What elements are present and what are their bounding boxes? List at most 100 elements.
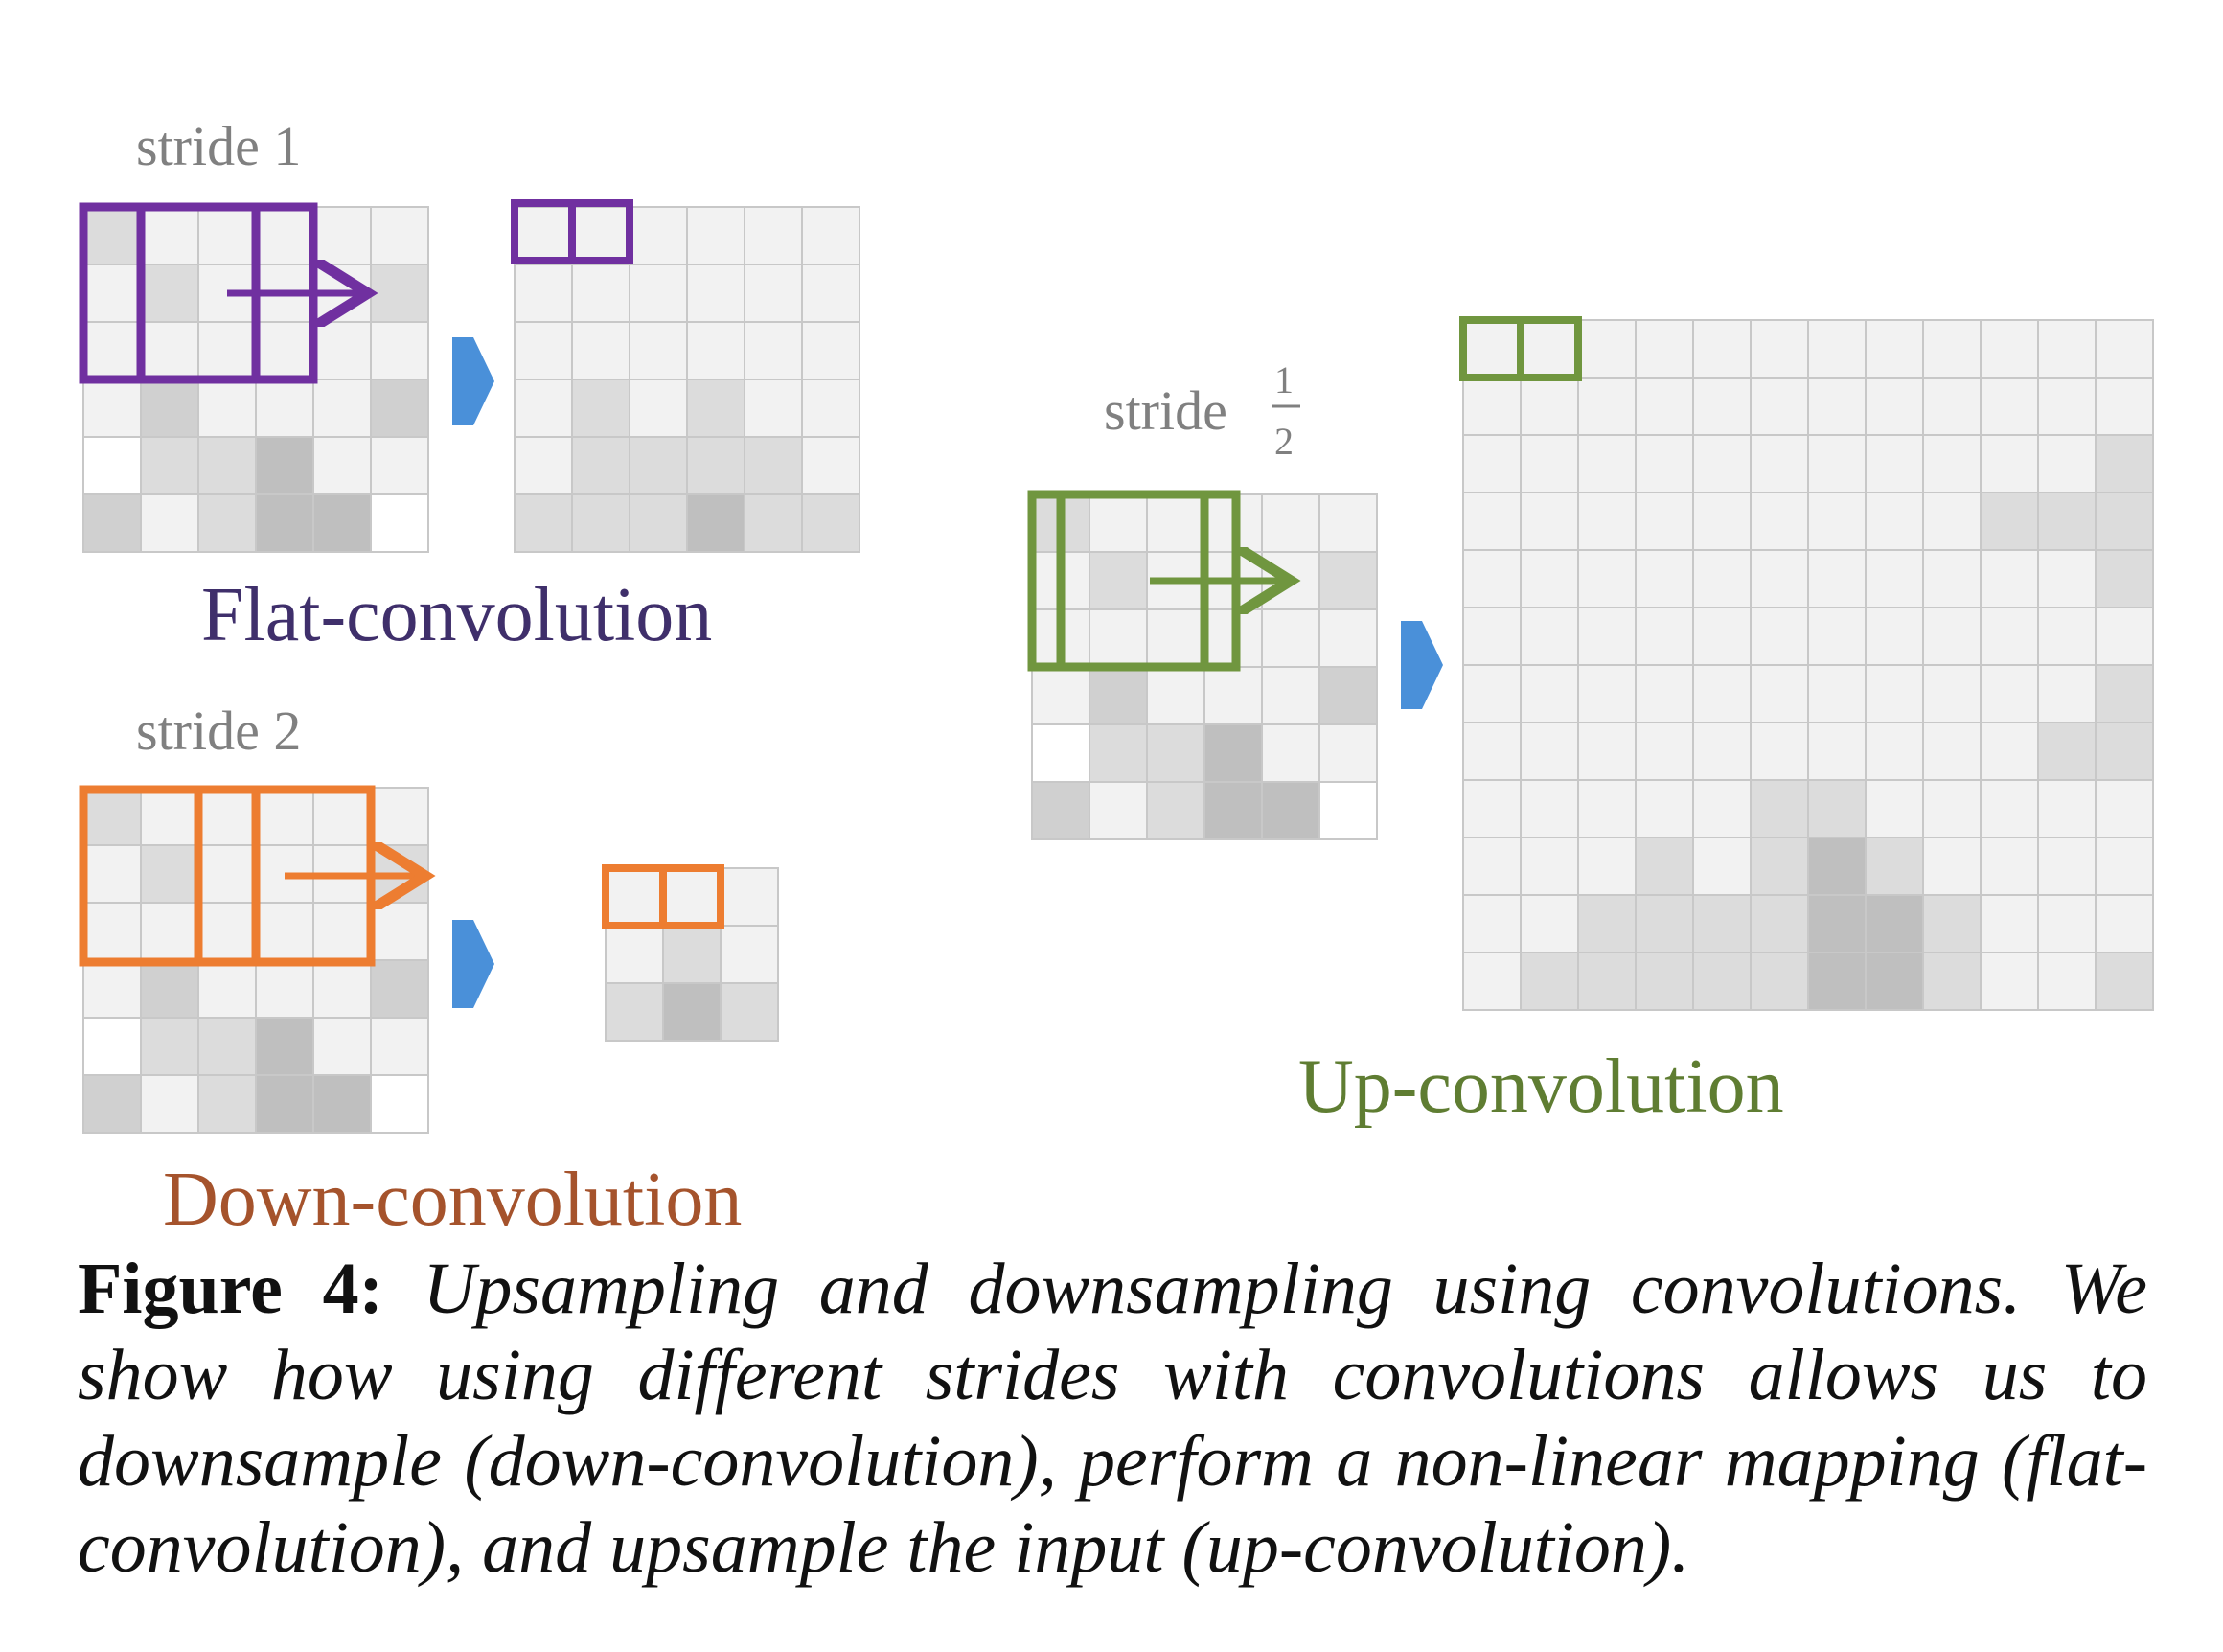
grid-cell — [514, 264, 573, 323]
grid-cell — [1692, 837, 1752, 896]
flat-transition-arrow — [452, 337, 494, 425]
grid-cell — [1318, 608, 1378, 668]
grid-cell — [514, 436, 573, 495]
grid-cell — [1865, 319, 1924, 379]
grid-cell — [1318, 551, 1378, 610]
grid-cell — [744, 379, 803, 438]
grid-cell — [1750, 607, 1809, 666]
grid-cell — [82, 321, 142, 380]
grid-cell — [1089, 551, 1148, 610]
grid-cell — [1807, 837, 1867, 896]
grid-cell — [1462, 952, 1522, 1011]
grid-cell — [744, 264, 803, 323]
up-stride-denominator: 2 — [1274, 420, 1294, 463]
grid-cell — [1577, 492, 1637, 551]
grid-cell — [1692, 894, 1752, 953]
grid-cell — [571, 264, 630, 323]
grid-cell — [1635, 434, 1694, 493]
grid-cell — [1089, 666, 1148, 725]
flat-output-window — [511, 199, 633, 264]
grid-cell — [2095, 492, 2154, 551]
grid-cell — [1865, 664, 1924, 723]
grid-cell — [370, 379, 429, 438]
grid-cell — [370, 1017, 429, 1076]
grid-cell — [1577, 894, 1637, 953]
grid-cell — [255, 321, 314, 380]
grid-cell — [1146, 666, 1205, 725]
grid-cell — [1865, 434, 1924, 493]
grid-cell — [2095, 779, 2154, 838]
grid-cell — [1807, 434, 1867, 493]
down-output-window — [602, 864, 724, 929]
grid-cell — [1520, 434, 1579, 493]
grid-cell — [801, 321, 860, 380]
grid-cell — [1146, 723, 1205, 783]
grid-cell — [1922, 722, 1982, 781]
grid-cell — [2095, 664, 2154, 723]
up-convolution-title: Up-convolution — [1298, 1044, 1784, 1129]
grid-cell — [514, 379, 573, 438]
grid-cell — [1750, 492, 1809, 551]
grid-cell — [1261, 493, 1320, 553]
grid-cell — [197, 1074, 257, 1134]
grid-cell — [720, 925, 779, 984]
grid-cell — [1462, 779, 1522, 838]
grid-cell — [1146, 608, 1205, 668]
grid-cell — [140, 787, 199, 846]
grid-cell — [571, 206, 630, 265]
grid-cell — [1520, 837, 1579, 896]
grid-cell — [2095, 549, 2154, 608]
grid-cell — [1922, 894, 1982, 953]
grid-cell — [1462, 607, 1522, 666]
grid-cell — [1980, 607, 2039, 666]
grid-cell — [1980, 434, 2039, 493]
flat-kernel-window — [79, 202, 361, 384]
grid-cell — [1462, 664, 1522, 723]
grid-cell — [1692, 607, 1752, 666]
grid-cell — [686, 436, 745, 495]
grid-cell — [1692, 377, 1752, 436]
grid-cell — [197, 959, 257, 1019]
grid-cell — [629, 264, 688, 323]
grid-cell — [2095, 837, 2154, 896]
grid-cell — [629, 436, 688, 495]
grid-cell — [1922, 434, 1982, 493]
grid-cell — [140, 206, 199, 265]
grid-cell — [1520, 549, 1579, 608]
grid-cell — [1462, 492, 1522, 551]
grid-cell — [1146, 493, 1205, 553]
grid-cell — [662, 867, 722, 927]
grid-cell — [1089, 493, 1148, 553]
grid-cell — [140, 902, 199, 961]
grid-cell — [1692, 779, 1752, 838]
grid-cell — [1922, 607, 1982, 666]
grid-cell — [2095, 434, 2154, 493]
up-stride-word: stride — [1104, 379, 1227, 442]
grid-cell — [744, 493, 803, 553]
grid-cell — [1865, 837, 1924, 896]
grid-cell — [255, 206, 314, 265]
grid-cell — [1807, 492, 1867, 551]
grid-cell — [370, 902, 429, 961]
up-convolution-panel: stride 1 2 Up-convolution — [1027, 316, 2154, 1129]
grid-cell — [1577, 607, 1637, 666]
grid-cell — [1980, 722, 2039, 781]
grid-cell — [2095, 894, 2154, 953]
grid-cell — [686, 206, 745, 265]
grid-cell — [1922, 837, 1982, 896]
grid-cell — [1807, 722, 1867, 781]
grid-cell — [1807, 319, 1867, 379]
grid-cell — [2095, 722, 2154, 781]
grid-cell — [1980, 319, 2039, 379]
grid-cell — [255, 1017, 314, 1076]
grid-cell — [197, 902, 257, 961]
grid-cell — [1922, 377, 1982, 436]
grid-cell — [1692, 549, 1752, 608]
grid-cell — [1750, 894, 1809, 953]
up-stride-label: stride 1 2 — [1104, 358, 1300, 463]
grid-cell — [1922, 779, 1982, 838]
grid-cell — [1980, 549, 2039, 608]
grid-cell — [801, 379, 860, 438]
grid-cell — [514, 493, 573, 553]
grid-cell — [1807, 377, 1867, 436]
